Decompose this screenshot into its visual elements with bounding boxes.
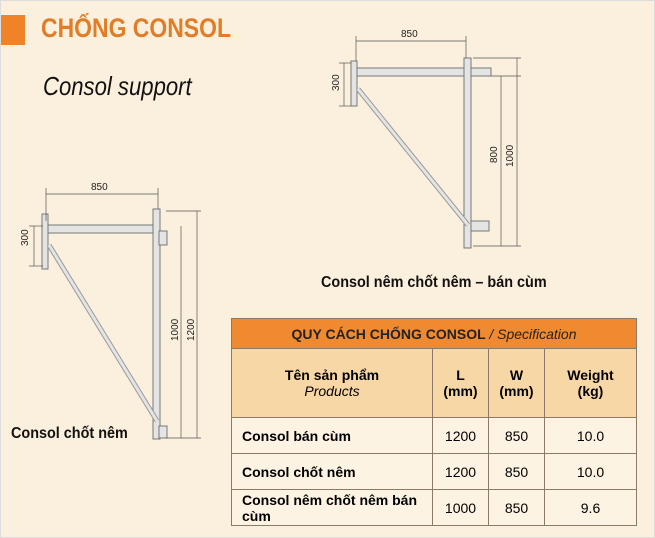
- cell-w: 850: [488, 417, 545, 454]
- header-l: L: [456, 367, 465, 383]
- cell-name: Consol nêm chốt nêm bán cùm: [231, 489, 433, 526]
- cell-weight: 10.0: [544, 453, 637, 490]
- left-top-label: 300: [20, 229, 31, 246]
- cell-l: 1200: [432, 453, 489, 490]
- header-l-unit: (mm): [443, 383, 478, 399]
- cell-name: Consol bán cùm: [231, 417, 433, 454]
- left-dimensions: [29, 188, 201, 439]
- right-console-drawing: [350, 57, 492, 249]
- header-w-unit: (mm): [499, 383, 534, 399]
- header-name: Tên sản phẩm: [284, 367, 380, 383]
- cell-weight: 9.6: [544, 489, 637, 526]
- cell-w: 850: [488, 453, 545, 490]
- cell-weight: 10.0: [544, 417, 637, 454]
- table-title-suffix: / Specification: [489, 325, 577, 342]
- header-weight: Weight: [567, 367, 614, 383]
- right-outer-label: 1000: [505, 144, 516, 167]
- right-inner-label: 800: [489, 146, 500, 163]
- cell-name: Consol chốt nêm: [231, 453, 433, 490]
- cell-w: 850: [488, 489, 545, 526]
- left-caption: Consol chốt nêm: [11, 425, 128, 442]
- left-inner-label: 1000: [170, 318, 181, 341]
- accent-square: [1, 15, 25, 45]
- header-w: W: [509, 367, 524, 383]
- header-name-en: Products: [304, 383, 360, 399]
- right-caption: Consol nêm chốt nêm – bán cùm: [321, 274, 547, 291]
- table-title: QUY CÁCH CHỐNG CONSOL / Specification: [231, 318, 637, 349]
- table-title-text: QUY CÁCH CHỐNG CONSOL: [291, 325, 486, 342]
- right-top-label: 300: [331, 74, 342, 91]
- page-subtitle: Consol support: [43, 71, 192, 101]
- cell-l: 1200: [432, 417, 489, 454]
- spec-table: QUY CÁCH CHỐNG CONSOL / Specification Tê…: [231, 318, 637, 526]
- right-width-label: 850: [401, 29, 418, 40]
- header-weight-unit: (kg): [577, 383, 604, 399]
- left-outer-label: 1200: [186, 318, 197, 341]
- cell-l: 1000: [432, 489, 489, 526]
- page-title: CHỐNG CONSOL: [41, 13, 231, 43]
- left-width-label: 850: [91, 182, 108, 193]
- right-dimensions: [339, 36, 521, 247]
- left-console-drawing: [41, 208, 168, 440]
